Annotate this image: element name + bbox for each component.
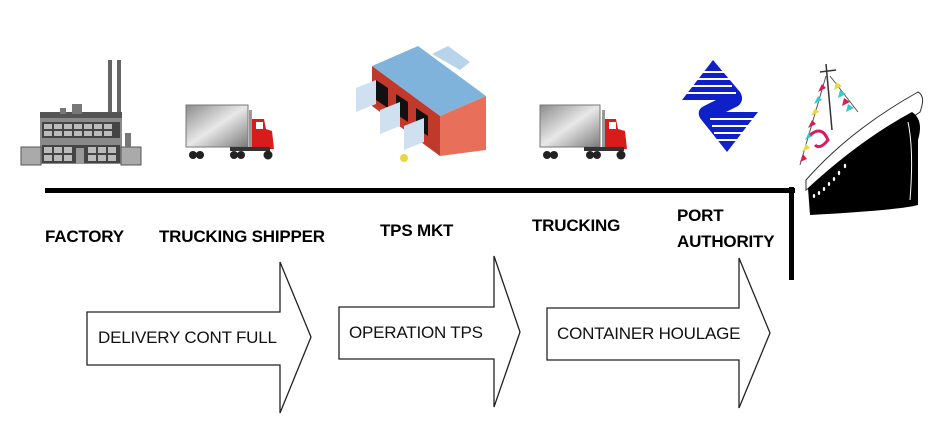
stage-label-port-authority-line2: AUTHORITY [677,232,775,251]
timeline-line [45,188,795,193]
timeline-end-post [789,187,794,280]
process-label-operation: OPERATION TPS [349,323,483,342]
stage-label-port-authority-line1: PORT [677,206,724,225]
stage-label-tps-mkt: TPS MKT [380,221,454,240]
stage-label-factory: FACTORY [45,227,124,246]
process-label-houlage: CONTAINER HOULAGE [557,324,741,343]
stage-label-trucking: TRUCKING [532,216,621,235]
stage-label-trucking-shipper: TRUCKING SHIPPER [159,227,325,246]
process-label-delivery: DELIVERY CONT FULL [98,328,277,347]
